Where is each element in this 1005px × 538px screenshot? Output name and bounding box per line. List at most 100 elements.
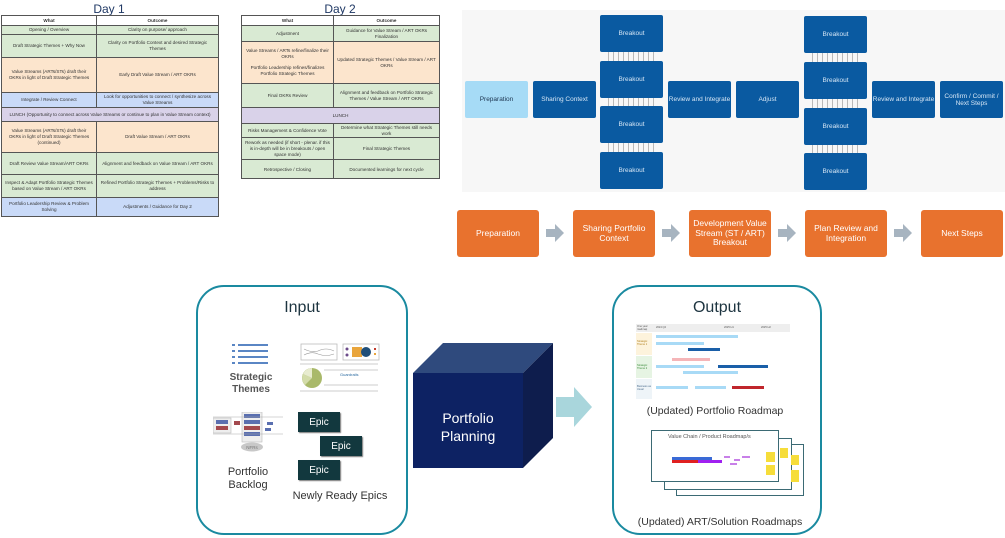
portfolio-roadmap-image: One year roadmap 2024 Q4 2025 H1 2025 H2…: [636, 324, 790, 400]
table-row: Value Streams (ARTs/STs) draft their OKR…: [1, 57, 219, 93]
flow-preparation: Preparation: [465, 81, 528, 118]
roadmap-header-label: One year roadmap: [637, 325, 648, 331]
what-cell: Adjustment: [241, 25, 334, 42]
header-outcome: Outcome: [96, 15, 219, 26]
sticky-note: [791, 470, 799, 482]
process-step-development-breakout: Development Value Stream (ST / ART) Brea…: [689, 210, 771, 257]
process-step-next-steps: Next Steps: [921, 210, 1003, 257]
roadmap-bar: [656, 342, 704, 345]
roadmap-bar: [672, 460, 698, 463]
roadmap-bar: [683, 371, 738, 374]
breakout-connector: [812, 99, 858, 108]
roadmap-header-col: 2024 Q4: [656, 326, 666, 329]
sticky-note: [780, 448, 788, 458]
day1-title: Day 1: [93, 2, 125, 16]
table-row: Rework as needed (if short - plenar. if …: [241, 137, 440, 161]
outcome-cell: Alignment and feedback on Value Stream /…: [96, 152, 219, 175]
header-what: What: [1, 15, 97, 26]
outcome-cell: Refined Portfolio Strategic Themes + Pro…: [96, 174, 219, 198]
table-row: Portfolio Leadership Review & Problem So…: [1, 197, 219, 217]
flow-breakout-2-2: Breakout: [804, 62, 867, 99]
flow-review-integrate-1: Review and Integrate: [668, 81, 731, 118]
portfolio-backlog-label: Portfolio Backlog: [227, 466, 269, 491]
what-cell: Draft Strategic Themes + Why Now: [1, 34, 97, 58]
roadmap-row-1: [636, 333, 652, 355]
outcome-cell: Look for opportunities to connect / synt…: [96, 92, 219, 108]
flow-review-integrate-2: Review and Integrate: [872, 81, 935, 118]
what-cell: Rework as needed (if short - plenar. if …: [241, 137, 334, 161]
flow-adjust: Adjust: [736, 81, 799, 118]
flow-sharing-context: Sharing Context: [533, 81, 596, 118]
roadmap-bar: [718, 365, 768, 368]
input-title: Input: [284, 299, 320, 316]
what-cell: Retrospective / Closing: [241, 159, 334, 180]
roadmap-bar: [688, 348, 720, 351]
table-header-row: What Outcome: [241, 15, 440, 26]
portfolio-planning-cube: Portfolio Planning: [413, 343, 553, 468]
table-header-row: What Outcome: [1, 15, 219, 26]
flow-breakout-2-4: Breakout: [804, 153, 867, 190]
roadmap-header: [636, 324, 790, 332]
process-step-sharing-context: Sharing Portfolio Context: [573, 210, 655, 257]
header-what: What: [241, 15, 334, 26]
table-row: Value Streams (ARTs/STs) draft their OKR…: [1, 121, 219, 153]
roadmap-bar: [656, 365, 704, 368]
process-step-preparation: Preparation: [457, 210, 539, 257]
lunch-row: LUNCH: [241, 107, 440, 124]
breakout-connector: [608, 52, 654, 61]
process-step-plan-review: Plan Review and Integration: [805, 210, 887, 257]
roadmap-bar: [742, 456, 750, 458]
portfolio-planning-label-line1: Portfolio: [442, 410, 494, 426]
flow-breakout-2-3: Breakout: [804, 108, 867, 145]
process-arrow-icon: [662, 224, 680, 242]
outcome-cell: Clarity on Portfolio Context and desired…: [96, 34, 219, 58]
roadmap-bar: [672, 358, 710, 361]
what-cell: Value Streams (ARTs/STs) draft their OKR…: [1, 121, 97, 153]
roadmap-bar: [734, 459, 740, 461]
outcome-cell: Adjustments / Guidance for Day 2: [96, 197, 219, 217]
breakout-connector: [812, 145, 858, 154]
epic-card-3: Epic: [298, 460, 340, 480]
flow-breakout-1-1: Breakout: [600, 15, 663, 52]
newly-ready-epics-label: Newly Ready Epics: [292, 490, 388, 502]
roadmap-bar: [656, 335, 738, 338]
strategic-themes-label: Strategic Themes: [229, 372, 273, 395]
roadmap-bar: [698, 460, 722, 463]
art-roadmaps-label: (Updated) ART/Solution Roadmaps: [637, 516, 803, 528]
sticky-note: [766, 465, 775, 475]
portfolio-backlog-icon: NFRs: [213, 412, 283, 452]
outcome-cell: Final Strategic Themes: [333, 137, 440, 161]
sticky-note: [791, 455, 799, 465]
lunch-cell: LUNCH (Opportunity to connect across Val…: [1, 107, 219, 122]
value-chain-title: Value Chain / Product Roadmap/s: [668, 434, 751, 440]
outcome-cell: Updated Strategic Themes / Value Stream …: [333, 41, 440, 84]
epic-card-2: Epic: [320, 436, 362, 456]
roadmap-row-label: Business as Usual: [637, 385, 651, 391]
roadmap-bar: [656, 386, 688, 389]
header-outcome: Outcome: [333, 15, 440, 26]
roadmap-header-col: 2025 H2: [761, 326, 771, 329]
outcome-cell: Early Draft Value Stream / ART OKRs: [96, 57, 219, 93]
input-panel: [196, 285, 408, 535]
guardrails-text: Guardrails: [340, 372, 358, 377]
roadmap-bar: [695, 386, 726, 389]
what-cell: Risks Management & Confidence Vote: [241, 122, 334, 139]
process-arrow-icon: [778, 224, 796, 242]
list-icon: [232, 344, 268, 364]
art-roadmap-sheet-1: Value Chain / Product Roadmap/s: [651, 430, 779, 482]
what-cell: Draft Review Value Stream/ART OKRs: [1, 152, 97, 175]
outcome-cell: Determine what Strategic Themes still ne…: [333, 122, 440, 139]
what-cell: Value Streams (ARTs/STs) draft their OKR…: [1, 57, 97, 93]
outcome-cell: Guidance for Value Stream / ART OKRs Fin…: [333, 25, 440, 42]
portfolio-roadmap-label: (Updated) Portfolio Roadmap: [646, 405, 784, 417]
arrow-right-icon: [556, 387, 592, 427]
